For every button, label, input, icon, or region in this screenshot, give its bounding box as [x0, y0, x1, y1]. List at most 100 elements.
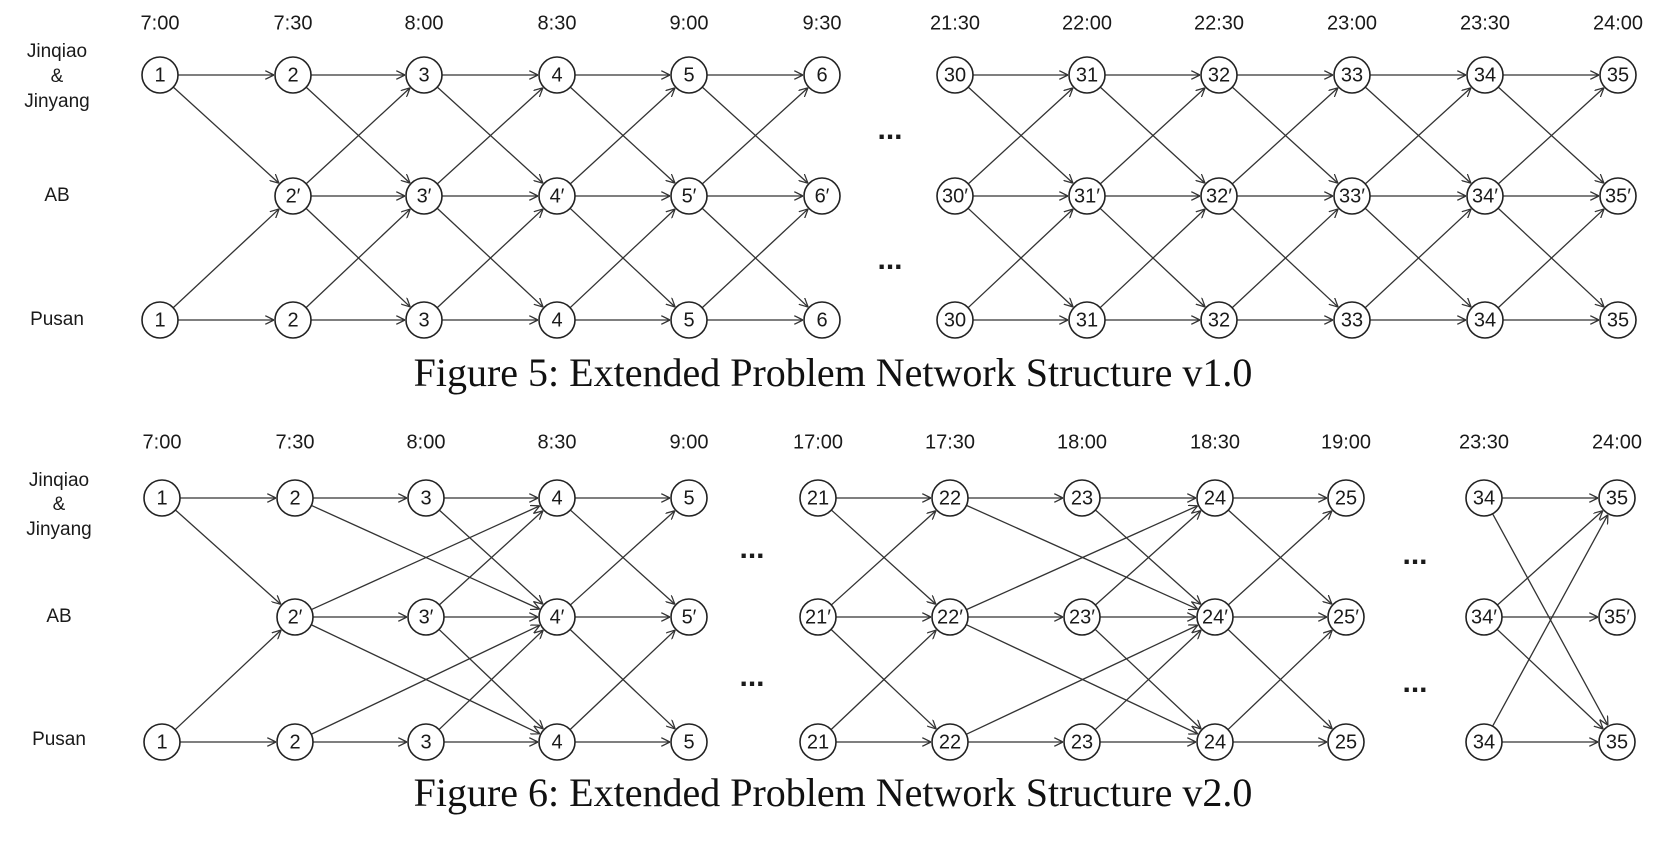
node-circle — [274, 56, 312, 94]
node-label: 35 — [1606, 487, 1628, 509]
edge-diagonal — [830, 511, 936, 606]
network-node: 34′ — [1465, 598, 1503, 636]
node-circle — [538, 177, 576, 215]
node-circle — [670, 479, 708, 517]
node-label: 1 — [154, 64, 165, 86]
network-node: 30 — [936, 301, 974, 339]
node-circle — [803, 177, 841, 215]
node-label: 2 — [287, 64, 298, 86]
network-node: 34 — [1466, 301, 1504, 339]
network-node: 24′ — [1196, 598, 1234, 636]
node-circle — [1063, 723, 1101, 761]
ellipsis: ... — [877, 113, 902, 146]
node-label: 34 — [1473, 487, 1495, 509]
node-label: 3 — [420, 487, 431, 509]
node-label: 35′ — [1604, 606, 1630, 628]
node-circle — [274, 177, 312, 215]
node-label: 6 — [816, 64, 827, 86]
edge-diagonal — [1496, 628, 1603, 729]
edge-diagonal — [1094, 509, 1200, 604]
edge-diagonal — [174, 630, 281, 731]
network-node: 35′ — [1598, 598, 1636, 636]
node-label: 34′ — [1471, 606, 1497, 628]
network-node: 33 — [1333, 56, 1371, 94]
edge-diagonal-long — [966, 624, 1198, 734]
figure-caption: Figure 6: Extended Problem Network Struc… — [414, 770, 1253, 815]
node-circle — [1327, 479, 1365, 517]
time-label: 7:00 — [141, 12, 180, 34]
node-label: 2′ — [288, 606, 303, 628]
edge-diagonal — [305, 88, 410, 185]
node-circle — [1063, 479, 1101, 517]
network-node: 2 — [274, 301, 312, 339]
node-circle — [803, 56, 841, 94]
node-circle — [1598, 598, 1636, 636]
node-label: 31′ — [1074, 185, 1100, 207]
network-node: 5′ — [670, 177, 708, 215]
network-node: 32 — [1200, 56, 1238, 94]
network-node: 3′ — [407, 598, 445, 636]
node-label: 30′ — [942, 185, 968, 207]
node-label: 3 — [418, 64, 429, 86]
node-circle — [143, 723, 181, 761]
edge-diagonal — [1364, 207, 1471, 307]
network-node: 5 — [670, 723, 708, 761]
network-node: 25 — [1327, 723, 1365, 761]
row-label: & — [51, 66, 64, 87]
node-circle — [1599, 56, 1637, 94]
node-label: 23 — [1071, 731, 1093, 753]
network-node: 3 — [405, 56, 443, 94]
node-circle — [1333, 56, 1371, 94]
network-node: 35 — [1598, 479, 1636, 517]
node-circle — [538, 56, 576, 94]
node-label: 35 — [1607, 64, 1629, 86]
time-label: 23:30 — [1459, 431, 1509, 453]
node-circle — [1068, 56, 1106, 94]
node-label: 5 — [683, 731, 694, 753]
node-circle — [670, 56, 708, 94]
node-label: 4 — [551, 64, 562, 86]
node-label: 31 — [1076, 309, 1098, 331]
network-node: 31 — [1068, 301, 1106, 339]
node-label: 33′ — [1339, 185, 1365, 207]
node-circle — [1196, 479, 1234, 517]
network-node: 34 — [1465, 723, 1503, 761]
network-node: 21′ — [799, 598, 837, 636]
time-label: 9:00 — [670, 431, 709, 453]
time-label: 9:30 — [803, 12, 842, 34]
node-circle — [931, 479, 969, 517]
node-label: 4 — [551, 309, 562, 331]
node-circle — [1465, 479, 1503, 517]
node-label: 3 — [420, 731, 431, 753]
node-label: 2 — [289, 487, 300, 509]
node-circle — [407, 598, 445, 636]
edge-diagonal — [1099, 207, 1205, 307]
node-label: 1 — [154, 309, 165, 331]
time-label: 22:00 — [1062, 12, 1112, 34]
node-circle — [538, 479, 576, 517]
node-label: 25′ — [1333, 606, 1359, 628]
network-node: 2′ — [274, 177, 312, 215]
network-node: 23 — [1063, 723, 1101, 761]
row-label: Jinqiao — [29, 470, 89, 491]
network-node: 2′ — [276, 598, 314, 636]
network-node: 32 — [1200, 301, 1238, 339]
time-label: 7:00 — [143, 431, 182, 453]
edge-diagonal — [701, 207, 808, 307]
network-node: 2 — [274, 56, 312, 94]
node-circle — [931, 723, 969, 761]
time-label: 24:00 — [1592, 431, 1642, 453]
node-label: 2 — [287, 309, 298, 331]
network-node: 24 — [1196, 723, 1234, 761]
node-circle — [1196, 723, 1234, 761]
row-label: Jinqiao — [27, 41, 87, 62]
node-circle — [799, 598, 837, 636]
node-label: 30 — [944, 64, 966, 86]
node-label: 35 — [1606, 731, 1628, 753]
time-label: 18:00 — [1057, 431, 1107, 453]
edge-diagonal-long — [966, 506, 1197, 611]
network-node: 21 — [799, 723, 837, 761]
edge-diagonal — [1497, 207, 1604, 307]
node-label: 3′ — [417, 185, 432, 207]
network-node: 35′ — [1599, 177, 1637, 215]
